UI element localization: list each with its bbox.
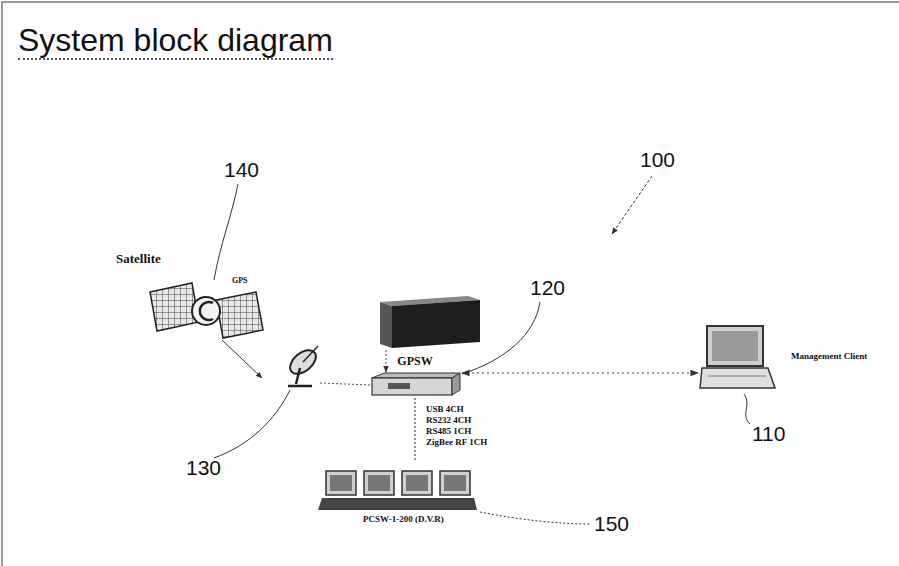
antenna-cable — [320, 383, 371, 385]
interface-label: USB 4CH — [426, 404, 464, 414]
leader-line — [744, 394, 750, 424]
pc-group-icon — [318, 471, 477, 510]
link-arrow — [386, 350, 387, 372]
management-client: Management Client — [698, 322, 888, 394]
gpsw-device — [372, 373, 460, 395]
interface-label: RS232 4CH — [426, 415, 471, 425]
connector — [462, 372, 698, 373]
leader-line — [480, 512, 590, 524]
part-name: Satellite — [116, 252, 161, 267]
callout-number: 120 — [530, 276, 565, 300]
callout-number: 100 — [640, 148, 675, 172]
node-label: GPSW — [368, 354, 462, 368]
part-name: GPS — [232, 276, 248, 285]
gpsw-device: GPSW — [368, 352, 462, 398]
leader-line — [462, 302, 540, 374]
interface-label: RS485 1CH — [426, 426, 471, 436]
callout-number: 150 — [594, 512, 629, 536]
connector — [414, 398, 415, 462]
node-label: Management Client — [791, 351, 886, 362]
signal-arrow — [222, 340, 262, 378]
leader-line — [214, 184, 238, 280]
leader-arrow — [612, 176, 652, 234]
laptop-icon — [700, 326, 775, 388]
node-label: PCSW-1-200 (D.V.R) — [363, 514, 444, 525]
antenna-icon — [286, 345, 321, 386]
server-icon — [380, 296, 480, 348]
callout-number: 140 — [224, 158, 259, 182]
dvr-pc-group: PCSW-1-200 (D.V.R) — [318, 462, 478, 548]
leader-line — [214, 390, 290, 458]
diagram-title: System block diagram — [18, 22, 333, 60]
callout-number: 130 — [186, 456, 221, 480]
satellite-icon — [150, 283, 263, 338]
callout-number: 110 — [752, 422, 785, 446]
interface-label: ZigBee RF 1CH — [426, 437, 487, 447]
